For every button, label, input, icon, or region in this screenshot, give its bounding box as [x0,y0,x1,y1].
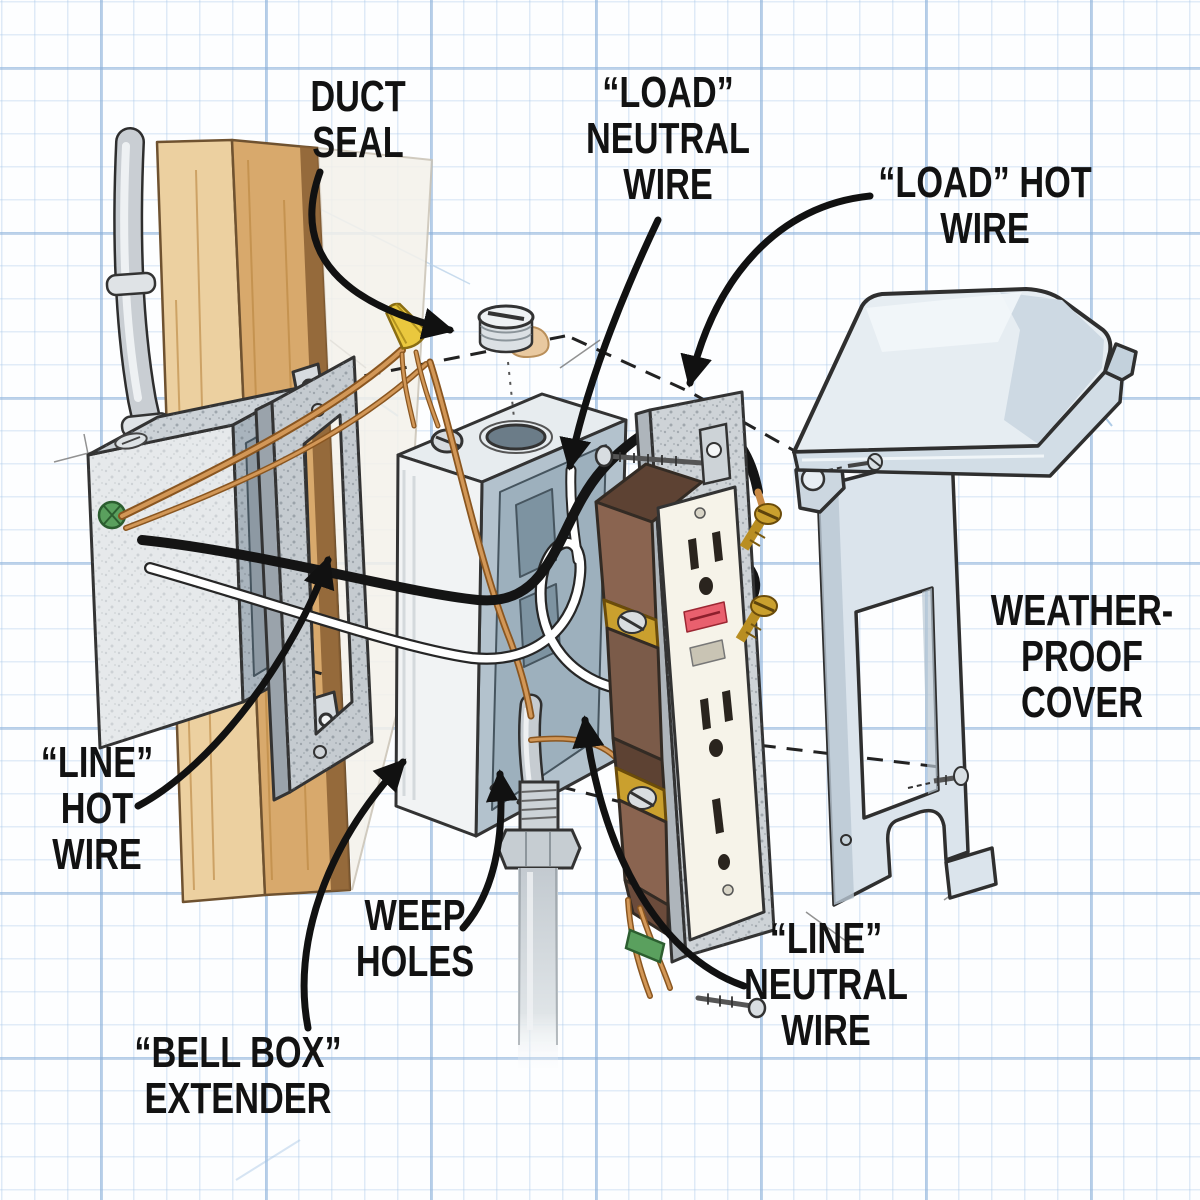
label-line: PROOF [1020,632,1144,682]
wire-nut-strands [399,349,441,429]
brass-terminal-screws [735,503,782,643]
weatherproof-cover [792,287,1138,907]
label-line-hot-wire: “LINE” HOT WIRE [40,738,154,880]
label-weep-holes: WEEP HOLES [355,891,475,987]
label-line: “LINE” [769,914,883,963]
label-line: EXTENDER [144,1074,332,1124]
label-line: WIRE [781,1006,871,1056]
label-line: SEAL [312,118,404,168]
bell-box-arrow [300,758,407,1032]
label-line: “LINE” [40,738,154,787]
label-line: WEEP [364,891,466,940]
label-line: DUCT [310,72,406,121]
label-load-neutral-wire: “LOAD” NEUTRAL WIRE [586,68,750,210]
label-line: “BELL BOX” [134,1028,342,1077]
cover-hood [792,287,1138,478]
receptacle-pigtails [624,897,767,1019]
load-neutral-arrow [559,216,662,471]
label-line: COVER [1020,678,1144,728]
label-line: HOLES [355,937,475,987]
label-line: NEUTRAL [586,114,750,164]
label-weatherproof-cover: WEATHER- PROOF COVER [990,586,1174,728]
label-line: NEUTRAL [744,960,908,1010]
label-arrows [134,168,874,1032]
label-line: “LOAD” [602,68,734,117]
duct-seal-arrow [308,168,455,340]
line-hot-arrow [134,555,335,810]
load-hot-arrow [680,192,874,388]
duct-seal-plug [477,304,550,419]
line-neutral-arrow [572,715,748,990]
label-line: WEATHER- [990,586,1174,635]
cover-screws [827,453,969,789]
label-load-hot-wire: “LOAD” HOT WIRE [878,158,1092,254]
label-line: WIRE [52,830,142,880]
label-line: HOT [60,784,134,834]
gfci-receptacle [594,462,766,942]
label-line: WIRE [623,160,713,210]
yoke-mounting-screw [594,422,732,486]
label-duct-seal: DUCT SEAL [310,72,406,168]
plate-bottom-screw [695,993,767,1019]
gasket-spacer [254,355,374,802]
label-line: “LOAD” HOT [878,158,1092,207]
label-line-neutral-wire: “LINE” NEUTRAL WIRE [744,914,908,1056]
junction-box [86,362,344,752]
label-bell-box-extender: “BELL BOX” EXTENDER [134,1028,342,1124]
weep-holes-arrow [459,769,519,932]
receptacle-face [656,485,766,942]
bottom-conduit [496,693,582,1068]
label-line: WIRE [940,204,1030,254]
cover-backplate [816,450,998,907]
